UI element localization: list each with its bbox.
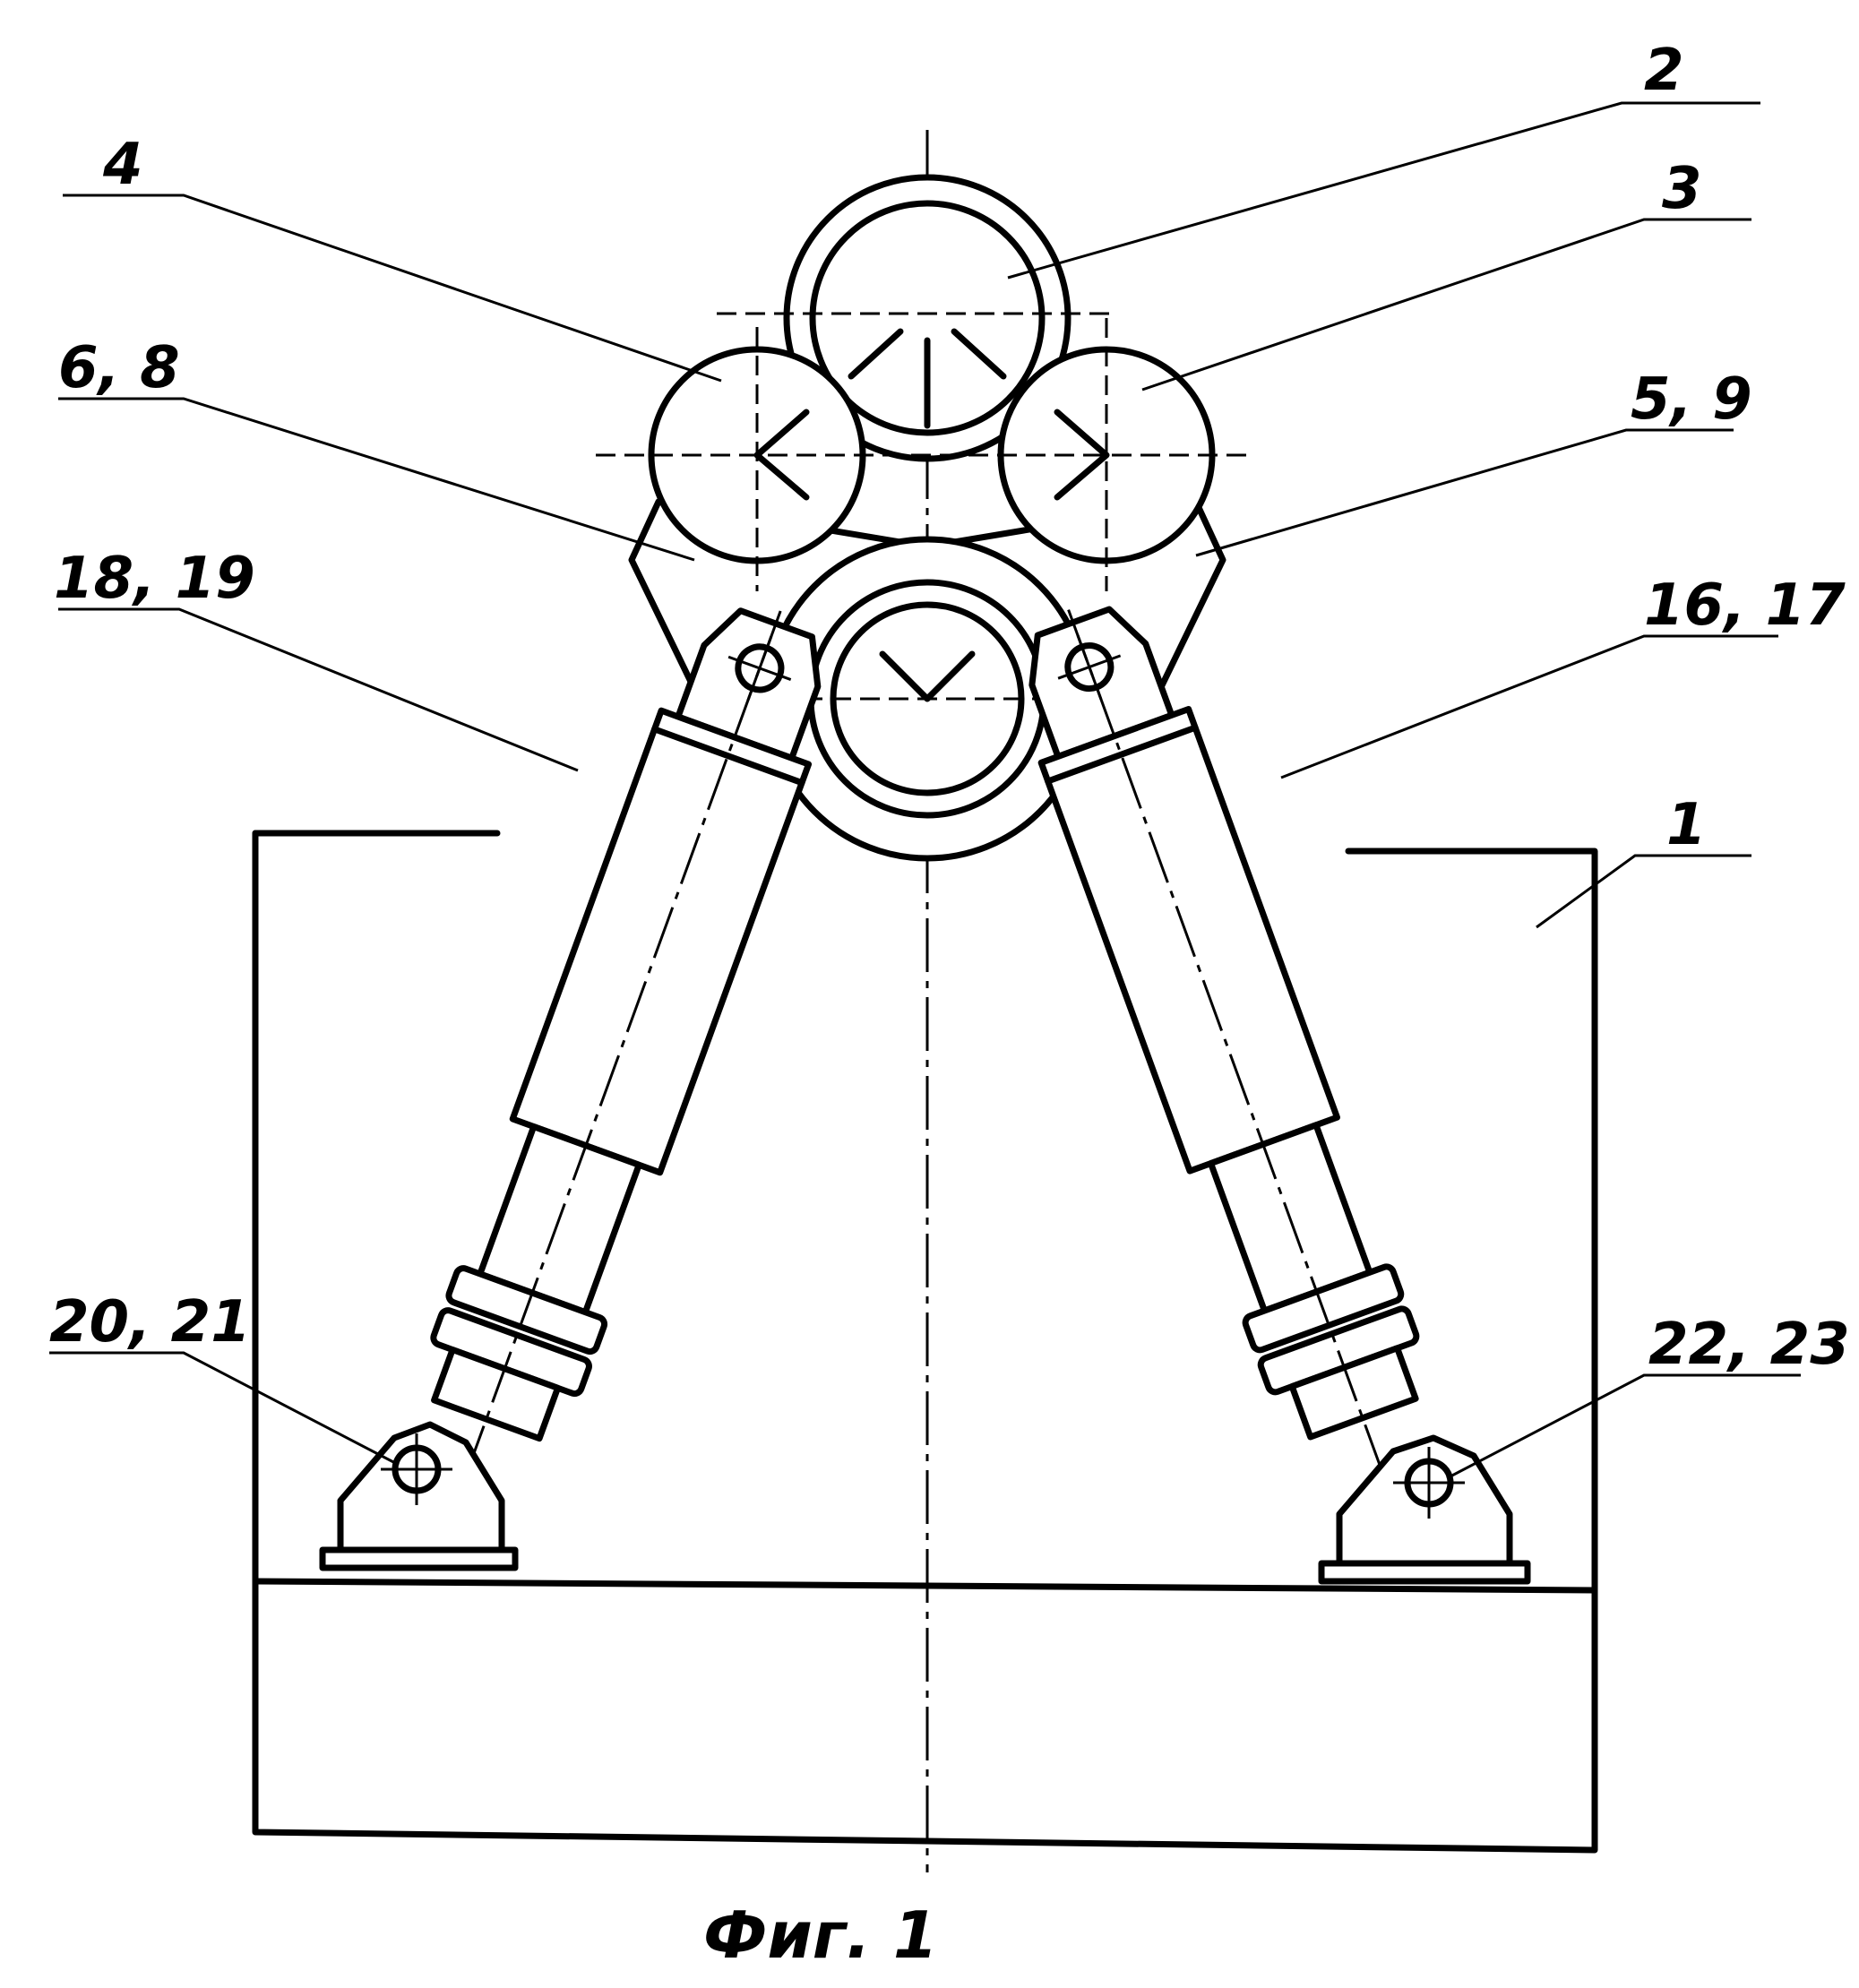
right-pivot-bracket [1318, 1434, 1531, 1585]
label-16-17: 16, 17 [1644, 572, 1846, 639]
frame-body [252, 830, 1598, 1854]
label-18-19: 18, 19 [54, 546, 255, 612]
label-4: 4 [102, 132, 143, 198]
right-hydraulic-cylinder [1028, 606, 1420, 1520]
label-22-23: 22, 23 [1648, 1312, 1850, 1378]
figure-caption: Фиг. 1 [703, 1898, 938, 1973]
roll-2-outer [783, 174, 1072, 462]
label-6-8: 6, 8 [58, 335, 180, 401]
label-5-9: 5, 9 [1631, 366, 1752, 433]
roll-2-inner [809, 200, 1046, 436]
frame-base-line [252, 1578, 1598, 1594]
left-hydraulic-cylinder [430, 607, 822, 1521]
label-20-21: 20, 21 [49, 1289, 251, 1355]
part-labels: 2 3 4 6, 8 5, 9 18, 19 16, 17 1 20, 21 2… [49, 38, 1850, 1378]
label-3: 3 [1662, 156, 1702, 222]
left-pivot-bracket [319, 1421, 519, 1571]
label-1: 1 [1666, 792, 1707, 858]
label-2: 2 [1644, 38, 1684, 104]
leader-lines [49, 101, 1801, 1480]
